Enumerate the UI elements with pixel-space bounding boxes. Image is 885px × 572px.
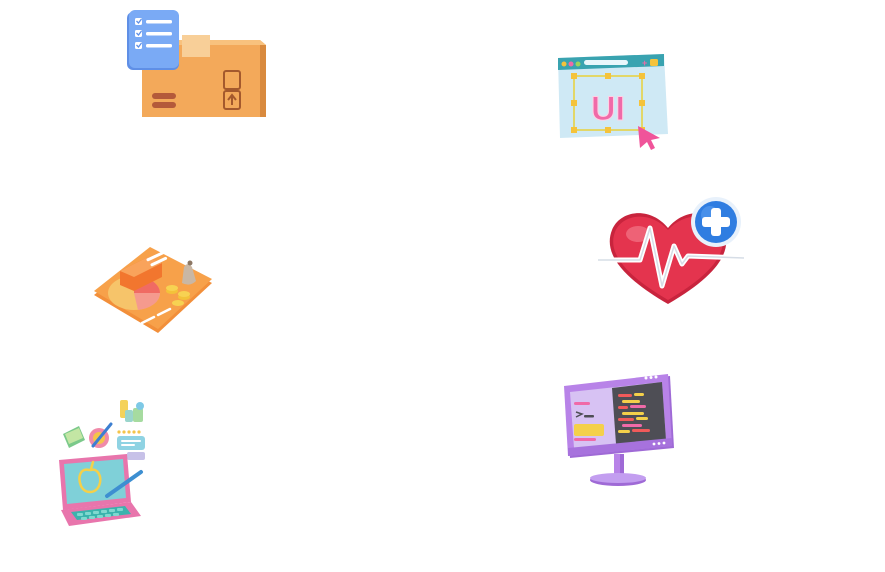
ui-window-icon: + UI — [552, 50, 670, 150]
svg-text:+: + — [642, 58, 647, 68]
heart-pulse-icon — [595, 194, 747, 310]
code-monitor-icon — [562, 374, 677, 489]
ui-label: UI — [591, 90, 625, 128]
finance-chart-icon — [92, 245, 214, 337]
design-laptop-icon — [55, 398, 150, 530]
package-icon — [120, 5, 270, 123]
